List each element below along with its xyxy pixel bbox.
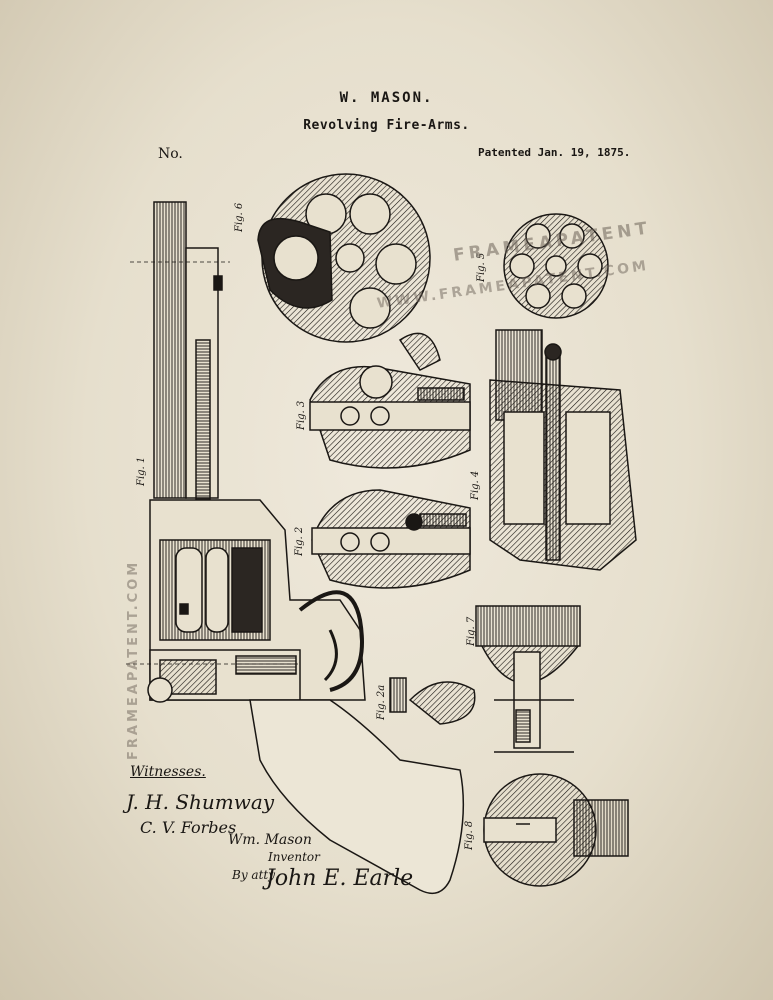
fig8-label: Fig. 8 [464,820,475,850]
fig6-label: Fig. 6 [234,202,245,232]
figure-3-section [309,332,471,469]
fig3-label: Fig. 3 [296,400,307,430]
fig7-label: Fig. 7 [466,616,477,646]
witnesses-label: Witnesses. [130,764,206,780]
attorney-label: By atty [232,868,275,882]
patent-title: Revolving Fire-Arms. [303,118,470,133]
inventor-name: W. MASON. [339,90,434,106]
figure-8-detail [483,773,629,887]
attorney-signature: John E. Earle [266,866,414,891]
figure-7-detail [475,605,581,753]
figure-6-cylinder-end [257,173,431,343]
fig2a-label: Fig. 2a [376,684,387,720]
patent-number-label: No. [158,146,183,162]
patent-date: Patented Jan. 19, 1875. [478,146,631,159]
figure-1-revolver [126,201,465,895]
witness-1-signature: J. H. Shumway [126,790,275,814]
figure-5-cylinder-section [503,213,609,319]
fig1-label: Fig. 1 [136,456,147,486]
witness-2-signature: C. V. Forbes [140,818,237,837]
inventor-caption: Inventor [268,850,320,864]
fig4-label: Fig. 4 [470,470,481,500]
figure-2-section [311,489,471,589]
figure-2a-detail [389,677,476,725]
watermark-line-3: FRAMEAPATENT.COM [126,559,141,760]
inventor-signature: Wm. Mason [228,832,312,848]
figure-4-section [489,329,637,571]
fig2-label: Fig. 2 [294,526,305,556]
